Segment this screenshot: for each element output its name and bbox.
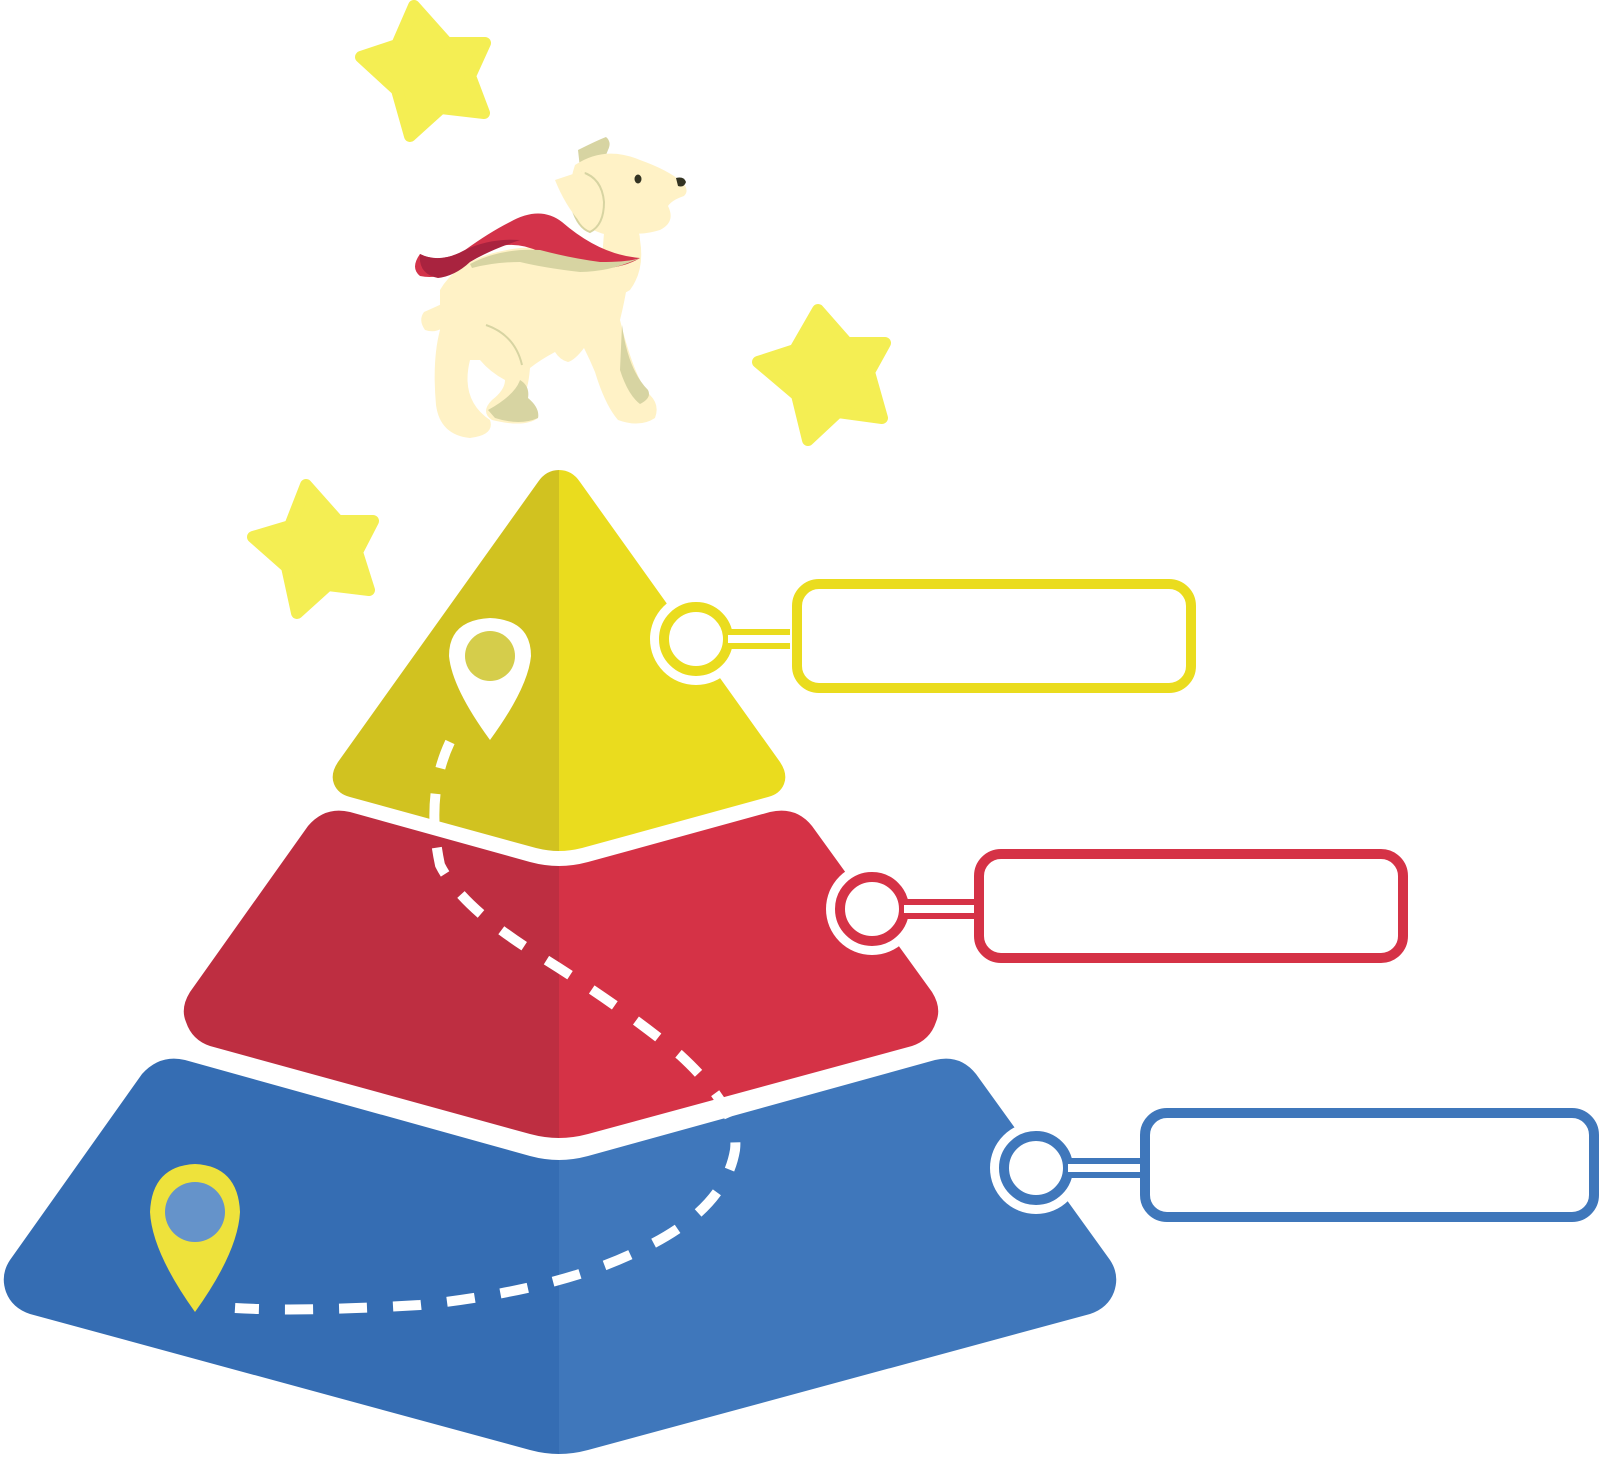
connector-bottom (990, 1122, 1144, 1214)
level-bottom-left (3, 1058, 559, 1454)
map-pin-icon (150, 1164, 240, 1312)
level-bottom-right (559, 1058, 1117, 1454)
star-icon (355, 0, 491, 142)
label-box-middle[interactable] (974, 849, 1408, 963)
pyramid-level-bottom (3, 1058, 1117, 1454)
star-icon (247, 479, 379, 619)
map-pin-icon (449, 618, 531, 740)
level-top-left (332, 470, 559, 851)
star-icon (752, 304, 891, 446)
connector-top (650, 593, 790, 685)
label-box-bottom[interactable] (1140, 1108, 1599, 1222)
dog-illustration (415, 137, 687, 438)
label-box-top[interactable] (792, 579, 1196, 693)
connector-middle (826, 863, 978, 955)
